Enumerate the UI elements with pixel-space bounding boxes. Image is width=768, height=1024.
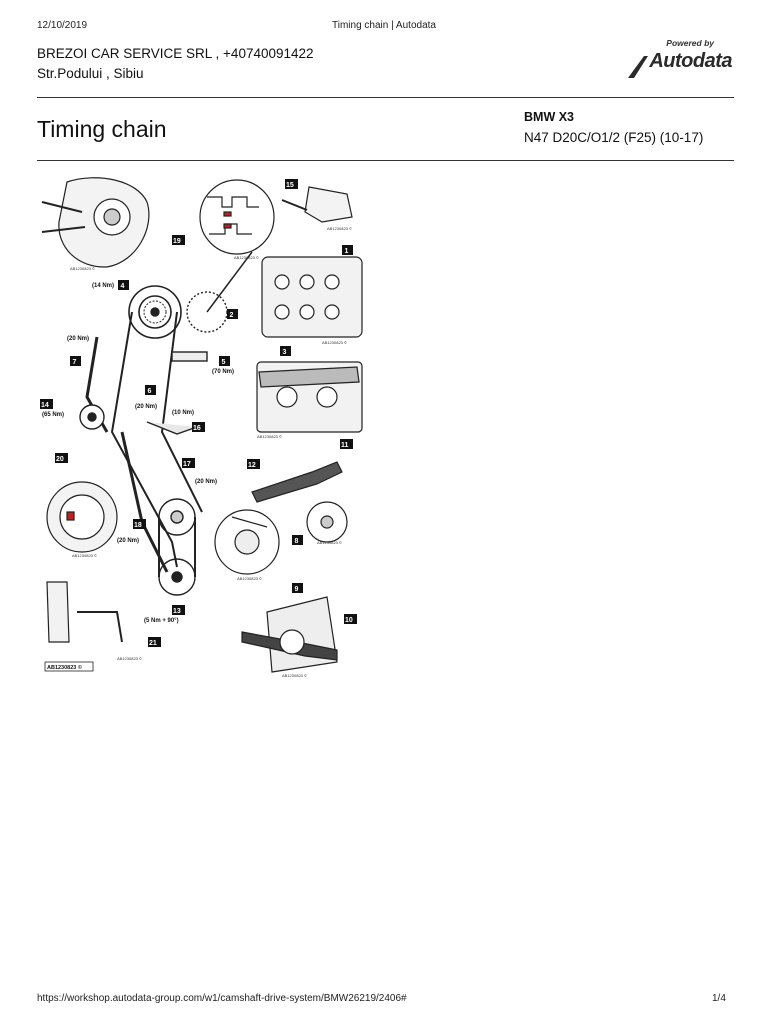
page-title: Timing chain <box>37 116 167 142</box>
print-date: 12/10/2019 <box>37 20 88 31</box>
callout-21: 21 <box>149 640 157 647</box>
svg-text:AB1230823 ©: AB1230823 © <box>257 434 282 439</box>
svg-text:AB1230823 ©: AB1230823 © <box>327 226 352 231</box>
print-page-title: Timing chain | Autodata <box>332 20 436 31</box>
callout-12: 12 <box>248 462 256 469</box>
svg-text:AB1230823 ©: AB1230823 © <box>117 656 142 661</box>
torque-label: (20 Nm) <box>195 479 217 485</box>
callout-19: 19 <box>173 238 181 245</box>
callout-17: 17 <box>183 461 191 468</box>
svg-text:AB1230823 ©: AB1230823 © <box>70 266 95 271</box>
callout-1: 1 <box>345 248 349 255</box>
autodata-logo: Powered by Autodata <box>626 38 734 80</box>
callout-20: 20 <box>56 456 64 463</box>
callout-8: 8 <box>295 538 299 545</box>
svg-text:AB1230823 ©: AB1230823 © <box>237 576 262 581</box>
torque-label: (10 Nm) <box>172 410 194 416</box>
company-name: BREZOI CAR SERVICE SRL , +40740091422 <box>37 46 314 61</box>
svg-text:AB1230823 ©: AB1230823 © <box>282 673 307 678</box>
callout-2: 2 <box>230 312 234 319</box>
svg-text:AB1230823 ©: AB1230823 © <box>317 540 342 545</box>
callout-16: 16 <box>193 425 201 432</box>
torque-label: (20 Nm) <box>67 336 89 342</box>
torque-label: (20 Nm) <box>117 538 139 544</box>
callout-5: 5 <box>222 359 226 366</box>
powered-by-text: Powered by <box>666 38 714 48</box>
company-info: BREZOI CAR SERVICE SRL , +40740091422 St… <box>37 44 314 84</box>
callout-9: 9 <box>295 586 299 593</box>
svg-text:AB1230823 ©: AB1230823 © <box>322 340 347 345</box>
torque-label: (20 Nm) <box>135 404 157 410</box>
callout-18: 18 <box>134 522 142 529</box>
callout-11: 11 <box>341 442 349 449</box>
footer-url: https://workshop.autodata-group.com/w1/c… <box>37 993 407 1004</box>
callout-14: 14 <box>41 402 49 409</box>
engine-code: N47 D20C/O1/2 (F25) (10-17) <box>524 130 704 145</box>
callout-4: 4 <box>121 283 125 290</box>
diagram-reference: AB1230823 © <box>47 664 82 671</box>
footer-page-number: 1/4 <box>712 993 726 1004</box>
torque-label: (14 Nm) <box>92 283 114 289</box>
vehicle-model: BMW X3 <box>524 110 574 124</box>
torque-label: (65 Nm) <box>42 412 64 418</box>
svg-text:AB1230823 ©: AB1230823 © <box>234 255 259 260</box>
logo-swoosh-icon <box>628 56 648 78</box>
svg-text:AB1230823 ©: AB1230823 © <box>72 553 97 558</box>
company-address: Str.Podului , Sibiu <box>37 66 144 81</box>
header-divider <box>37 97 734 98</box>
timing-chain-diagram: AB1230823 © AB1230823 © AB1230823 © AB12… <box>40 177 363 678</box>
torque-label: (70 Nm) <box>212 369 234 375</box>
callout-15: 15 <box>286 182 294 189</box>
callout-10: 10 <box>345 617 353 624</box>
callout-13: 13 <box>173 608 181 615</box>
title-divider <box>37 160 734 161</box>
brand-name: Autodata <box>649 50 732 72</box>
torque-label: (5 Nm + 90°) <box>144 618 179 624</box>
callout-7: 7 <box>73 359 77 366</box>
callout-6: 6 <box>148 388 152 395</box>
callout-3: 3 <box>283 349 287 356</box>
